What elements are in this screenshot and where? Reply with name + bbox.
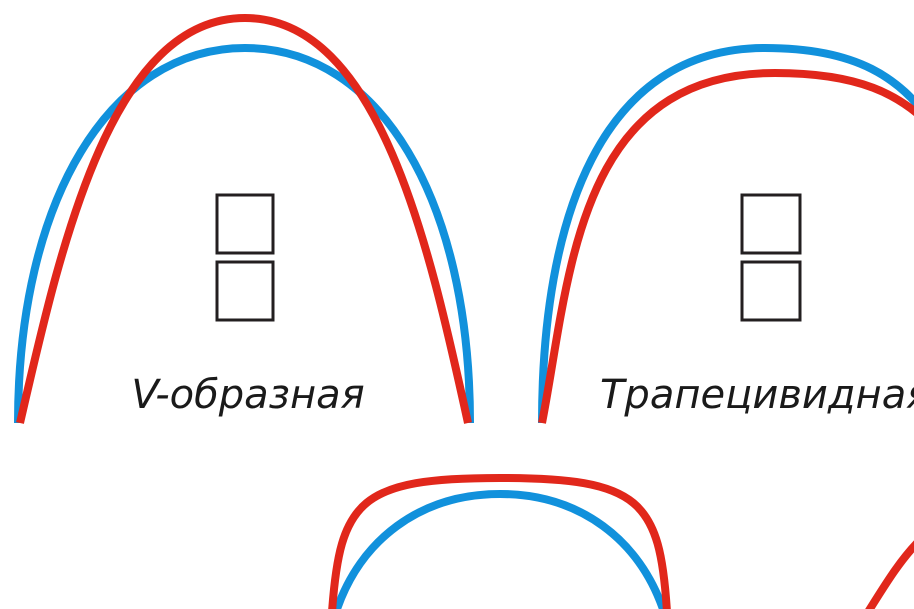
- panel-v-shaped: V-образная: [14, 14, 474, 424]
- arch-label-trapezoidal: Трапецивидная: [600, 372, 914, 418]
- red-arch-curve: [538, 69, 914, 424]
- panel-bottom-right: [865, 540, 914, 609]
- blue-arch-curve: [332, 490, 668, 609]
- red-arch-curve: [328, 474, 671, 609]
- blue-arch-curve: [538, 44, 914, 424]
- tooth-square-upper: [740, 193, 802, 255]
- arch-label-v-shaped: V-образная: [131, 372, 364, 418]
- red-arch-curve: [16, 14, 472, 424]
- tooth-square-upper: [215, 193, 275, 255]
- panel-bottom-center: [328, 474, 671, 609]
- panel-trapezoidal: Трапецивидная: [538, 44, 914, 424]
- red-arch-curve: [865, 540, 914, 609]
- tooth-square-lower: [215, 260, 275, 322]
- blue-arch-curve: [14, 44, 474, 424]
- tooth-square-lower: [740, 260, 802, 322]
